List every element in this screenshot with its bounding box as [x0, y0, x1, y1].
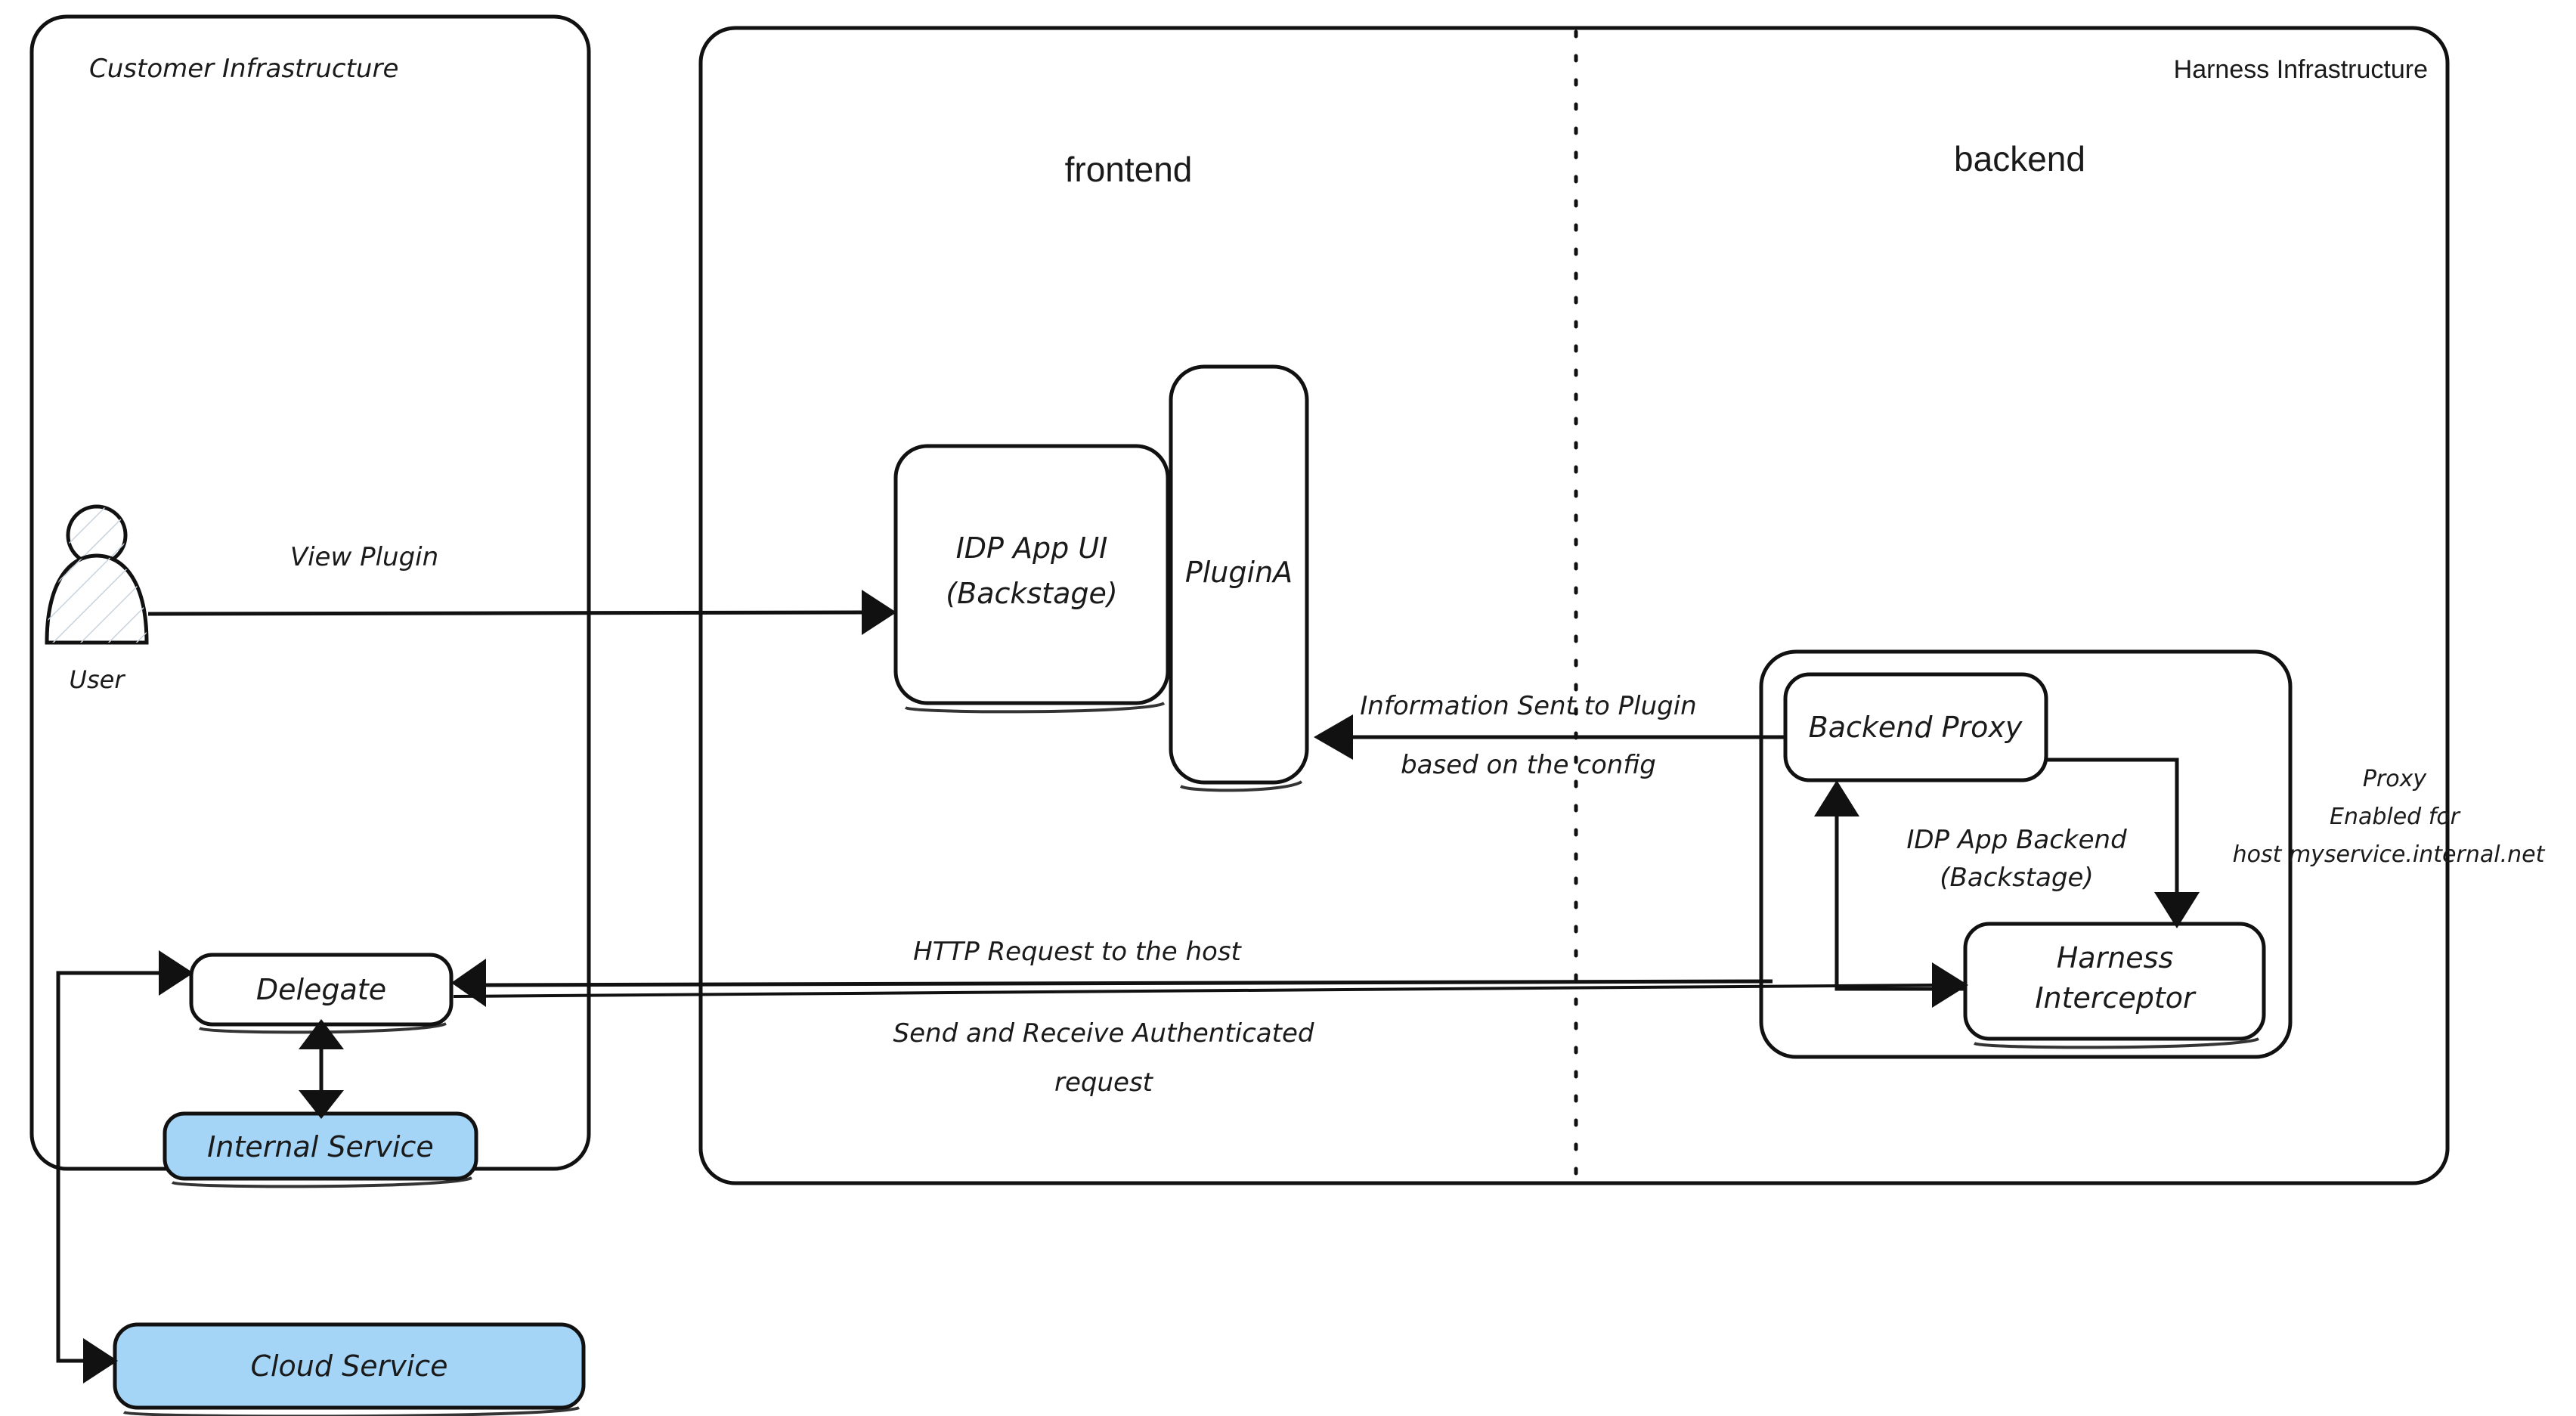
zone-title-backend: backend — [1954, 139, 2085, 178]
edge-information-sent: Information Sent to Plugin based on the … — [1314, 691, 1773, 780]
edge-information-sent-label-line1: Information Sent to Plugin — [1360, 691, 1696, 721]
node-harness-interceptor-label-line2: Interceptor — [2035, 981, 2197, 1015]
edge-authenticated-label-line1: Send and Receive Authenticated — [893, 1018, 1314, 1049]
user-head-hatch — [68, 507, 125, 564]
node-harness-interceptor-label-line1: Harness — [2057, 941, 2174, 974]
edge-information-sent-label-line2: based on the config — [1401, 750, 1656, 780]
node-internal-service[interactable]: Internal Service — [163, 1111, 478, 1188]
node-harness-interceptor[interactable]: Harness Interceptor — [1963, 922, 2266, 1049]
node-idp-app-ui-label-line2: (Backstage) — [946, 577, 1117, 610]
edge-proxy-enabled-label-line2: Enabled for — [2330, 804, 2461, 830]
edge-proxy-enabled-label-line1: Proxy — [2363, 766, 2428, 792]
node-plugin-a[interactable]: PluginA — [1169, 364, 1309, 792]
node-cloud-service[interactable]: Cloud Service — [113, 1322, 586, 1416]
node-idp-app-backend-label-line1: IDP App Backend — [1906, 825, 2127, 855]
edge-authenticated-label-line2: request — [1054, 1067, 1154, 1098]
edge-view-plugin: View Plugin — [147, 542, 896, 635]
node-idp-app-ui[interactable]: IDP App UI (Backstage) — [893, 444, 1170, 714]
node-internal-service-label: Internal Service — [207, 1130, 434, 1163]
edge-http-request-label: HTTP Request to the host — [913, 937, 1242, 967]
node-plugin-a-label: PluginA — [1185, 556, 1293, 589]
edge-view-plugin-label: View Plugin — [290, 542, 438, 572]
zone-title-frontend: frontend — [1065, 150, 1193, 189]
customer-infrastructure-label: Customer Infrastructure — [89, 54, 398, 84]
node-delegate[interactable]: Delegate — [189, 953, 454, 1034]
harness-infrastructure-boundary: Harness Infrastructure — [698, 26, 2450, 1185]
node-cloud-service-label: Cloud Service — [250, 1349, 447, 1383]
node-backend-proxy[interactable]: Backend Proxy — [1783, 672, 2048, 782]
node-idp-app-backend-container: IDP App Backend (Backstage) — [1759, 649, 2293, 1059]
edge-http-request: HTTP Request to the host Send and Receiv… — [451, 937, 1968, 1098]
user-body-hatch — [47, 556, 147, 643]
node-delegate-label: Delegate — [256, 973, 386, 1006]
node-idp-app-ui-label-line1: IDP App UI — [956, 531, 1108, 565]
edge-interceptor-to-proxy — [1814, 780, 1965, 991]
user-actor: User — [45, 504, 149, 694]
node-idp-app-backend-label-line2: (Backstage) — [1940, 863, 2093, 893]
edge-proxy-to-interceptor: Proxy Enabled for host myservice.interna… — [2046, 758, 2546, 928]
user-actor-label: User — [70, 665, 126, 694]
node-backend-proxy-label: Backend Proxy — [1809, 711, 2023, 744]
edge-proxy-enabled-label-line3: host myservice.internal.net — [2233, 841, 2546, 868]
edge-delegate-to-cloud-service — [56, 950, 194, 1383]
edge-delegate-internal-service — [299, 1019, 344, 1119]
harness-infrastructure-label: Harness Infrastructure — [2174, 55, 2428, 84]
